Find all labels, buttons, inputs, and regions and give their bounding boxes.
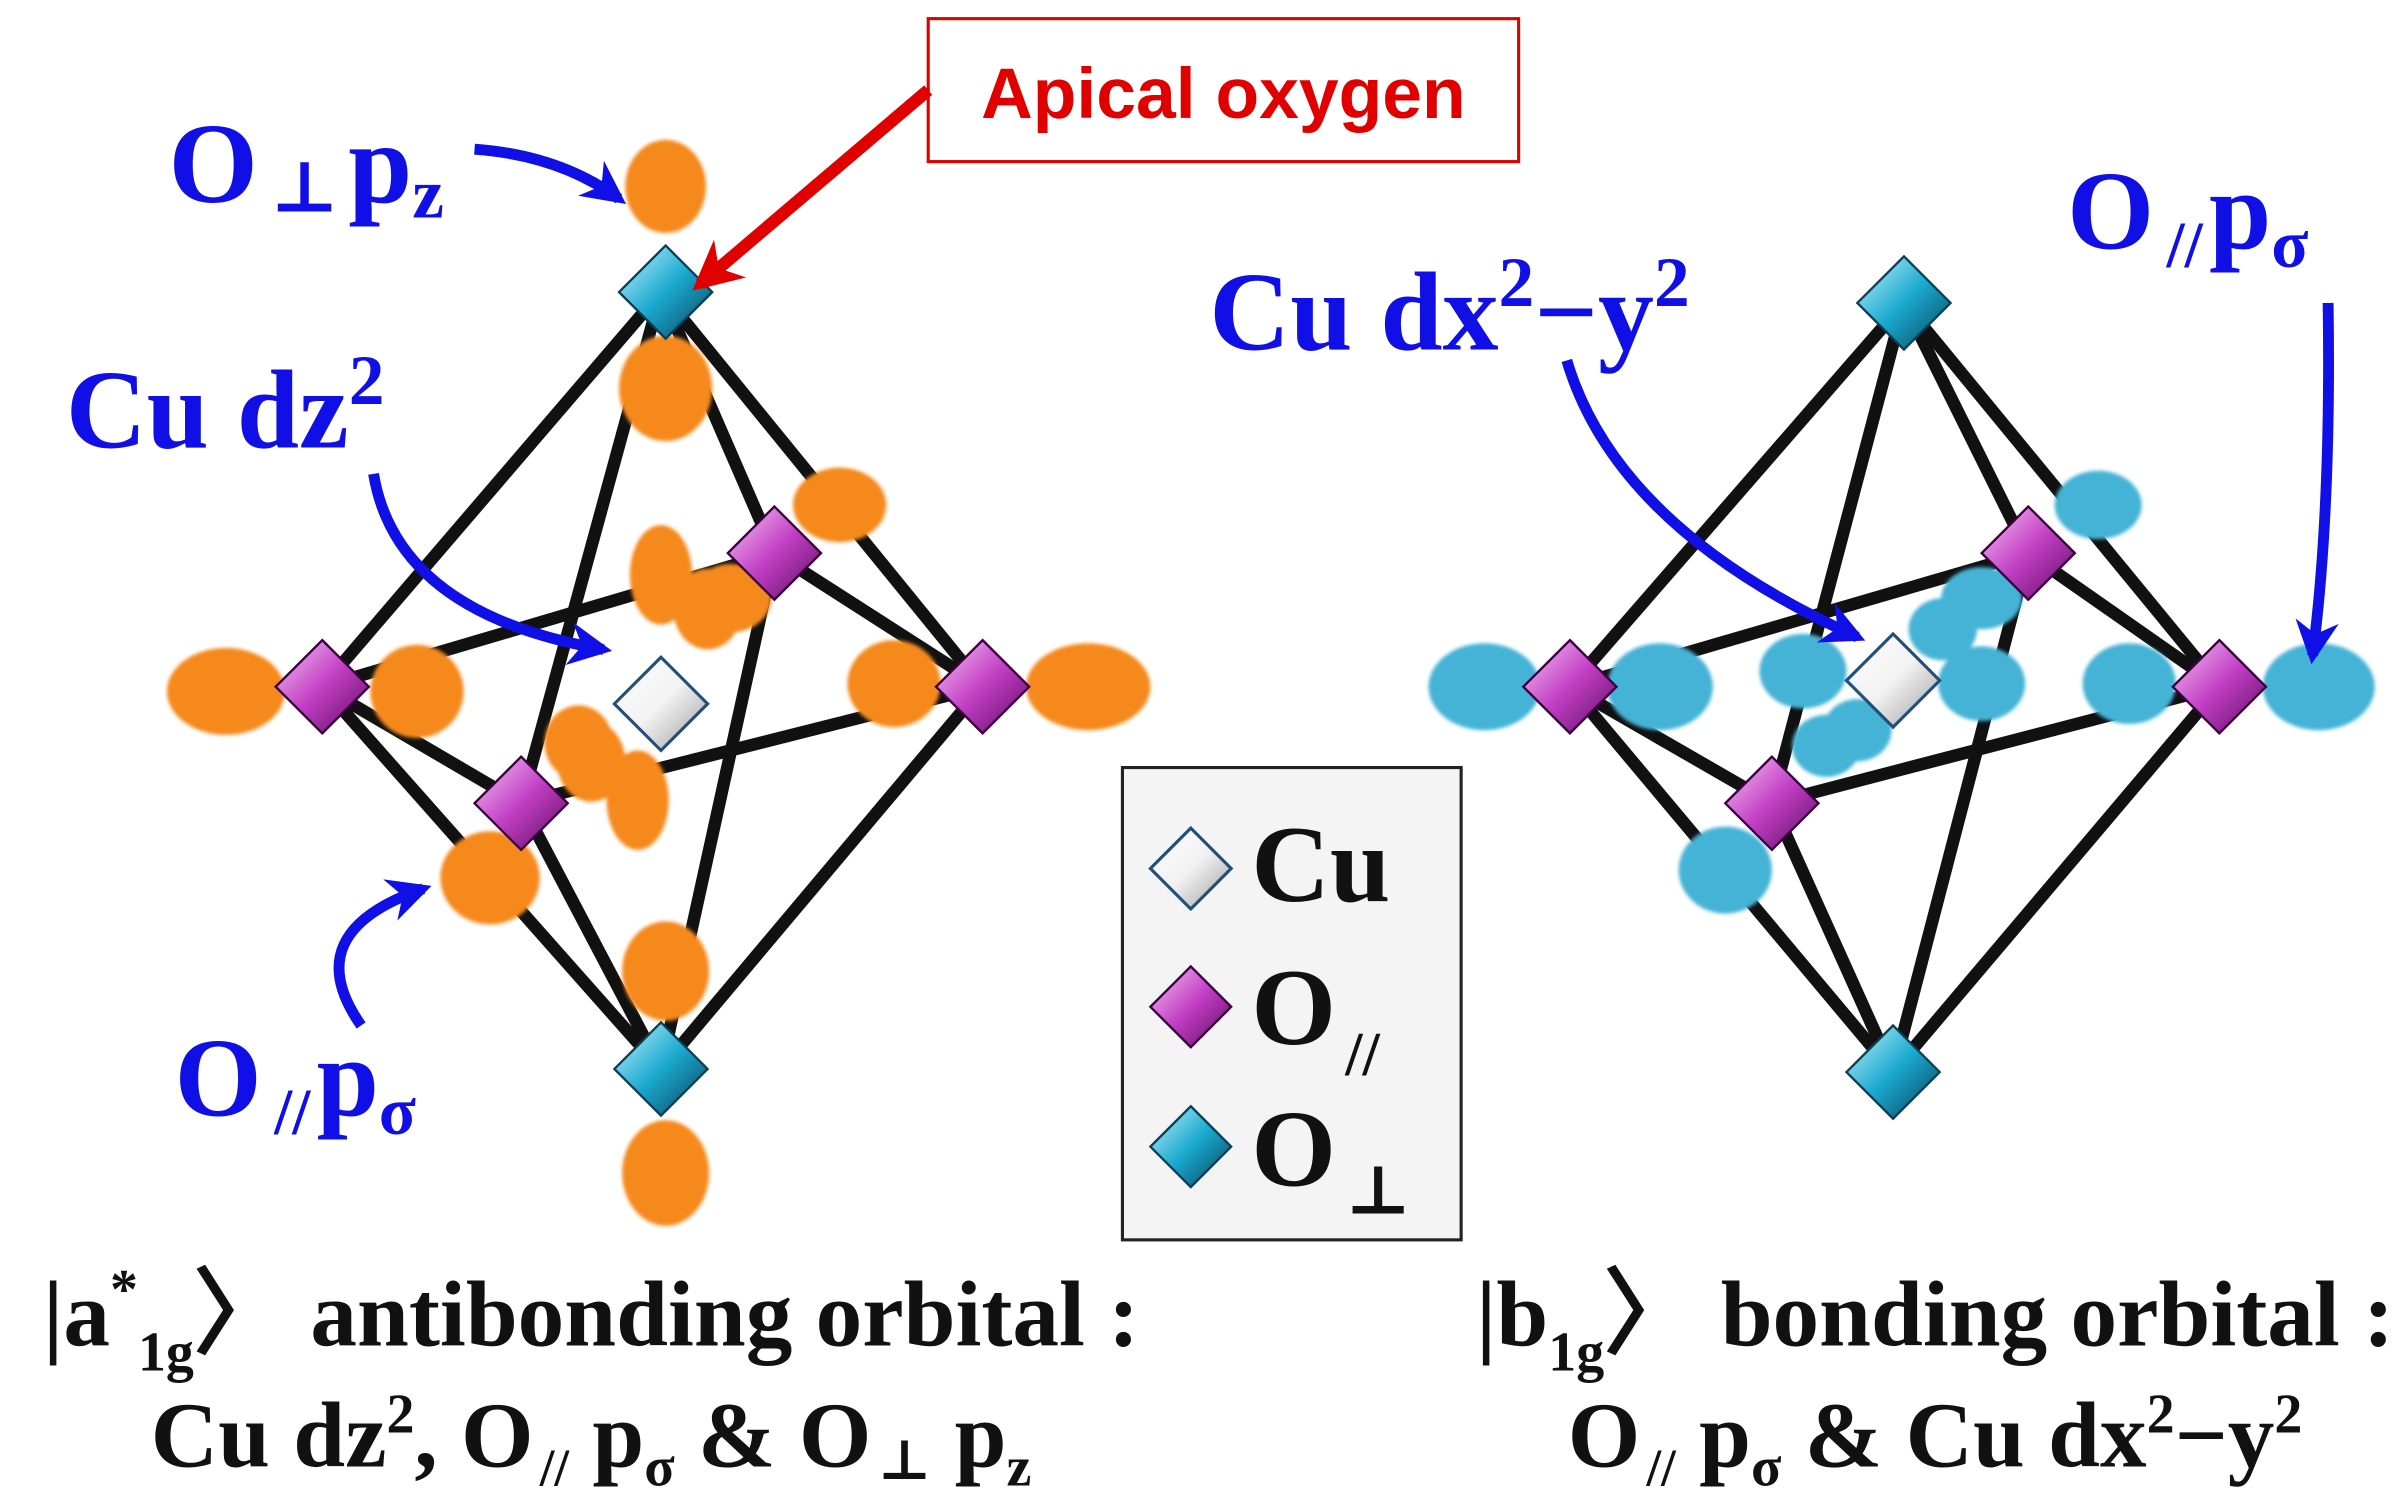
left-label-o-perp-pz: O⊥pz bbox=[168, 100, 627, 234]
apical-oxygen-callout: Apical oxygen bbox=[692, 17, 1521, 291]
right-label-cu-dx2y2: Cu dx2−y2 bbox=[1209, 243, 1866, 643]
o-perp-atom-bottom bbox=[612, 1020, 710, 1118]
right-octahedron bbox=[1428, 254, 2375, 1121]
svg-text:|b1g〉 bonding orbital :: |b1g〉 bonding orbital : bbox=[1476, 1264, 2394, 1384]
right-orbital-lobes bbox=[1428, 470, 2375, 914]
svg-text:Cu dx2−y2: Cu dx2−y2 bbox=[1209, 243, 1689, 375]
o-perp-atom-bottom-right bbox=[1844, 1023, 1942, 1121]
legend-item-o-perpendicular: O⊥ bbox=[1148, 1088, 1411, 1228]
arrow-cu-dx2y2 bbox=[1561, 358, 1866, 643]
svg-text:O//: O// bbox=[1251, 947, 1380, 1089]
o-par-atom-back bbox=[726, 504, 823, 602]
svg-text:O// pσ & Cu dx2−y2: O// pσ & Cu dx2−y2 bbox=[1568, 1384, 2303, 1499]
o-par-atom-front bbox=[472, 755, 570, 852]
arrow-o-par-psigma-left bbox=[333, 879, 432, 1029]
left-label-o-par-psigma: O//pσ bbox=[175, 879, 432, 1150]
arrow-cu-dz2 bbox=[368, 472, 613, 665]
left-orbital-lobes bbox=[166, 139, 1151, 1226]
svg-text:O⊥pz: O⊥pz bbox=[168, 100, 443, 234]
svg-text:Cu dz2: Cu dz2 bbox=[66, 341, 385, 473]
arrow-o-perp-pz bbox=[474, 143, 627, 205]
left-atoms bbox=[274, 243, 1031, 1118]
apical-oxygen-box bbox=[926, 17, 1521, 164]
legend: Cu O// O⊥ bbox=[1120, 765, 1463, 1242]
right-label-o-par-psigma: O//pσ bbox=[2067, 150, 2339, 665]
legend-cu-symbol bbox=[1148, 825, 1234, 912]
legend-item-cu: Cu bbox=[1148, 804, 1390, 925]
legend-o-par-symbol bbox=[1148, 964, 1233, 1049]
o-par-atom-back-right bbox=[1979, 504, 2077, 602]
cu-atom-left bbox=[612, 655, 710, 753]
o-perp-atom-top-right bbox=[1855, 254, 1953, 352]
apical-oxygen-label: Apical oxygen bbox=[981, 54, 1466, 134]
left-label-cu-dz2: Cu dz2 bbox=[66, 341, 613, 665]
o-par-atom-right bbox=[934, 638, 1031, 736]
o-par-atom-right-right bbox=[2171, 638, 2268, 736]
legend-o-perp-symbol bbox=[1148, 1104, 1233, 1189]
o-par-atom-left bbox=[274, 638, 371, 736]
legend-item-o-parallel: O// bbox=[1148, 947, 1381, 1089]
o-par-atom-front-right bbox=[1723, 755, 1821, 852]
apical-oxygen-arrow bbox=[692, 85, 933, 291]
svg-text:O//pσ: O//pσ bbox=[2067, 150, 2308, 283]
o-par-atom-left-right bbox=[1521, 638, 1619, 736]
right-caption: |b1g〉 bonding orbital : O// pσ & Cu dx2−… bbox=[1476, 1264, 2394, 1499]
svg-text:O⊥: O⊥ bbox=[1251, 1088, 1411, 1228]
left-caption: |a*1g〉 antibonding orbital : Cu dz2, O//… bbox=[43, 1259, 1139, 1498]
legend-cu-label: Cu bbox=[1251, 804, 1390, 925]
svg-text:O//pσ: O//pσ bbox=[175, 1017, 416, 1150]
arrow-o-par-psigma-right bbox=[2295, 302, 2339, 665]
left-octahedron bbox=[166, 139, 1151, 1226]
svg-text:Cu dz2, O// pσ & O⊥ pz: Cu dz2, O// pσ & O⊥ pz bbox=[151, 1384, 1032, 1499]
right-atoms bbox=[1521, 254, 2268, 1121]
svg-text:|a*1g〉 antibonding orbital :: |a*1g〉 antibonding orbital : bbox=[43, 1259, 1139, 1383]
cu-atom-right bbox=[1844, 631, 1942, 730]
